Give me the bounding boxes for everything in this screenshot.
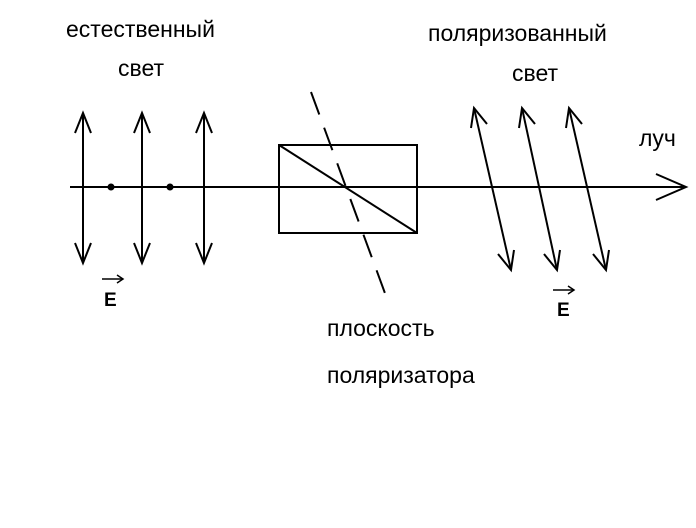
vector-e-right: E (553, 285, 576, 321)
polarizer-plane-line (310, 91, 387, 297)
perpendicular-vector-dot-1 (107, 183, 115, 191)
perpendicular-vector-dot-2 (166, 183, 174, 191)
polarizer-plane-label-line1: плоскость (327, 315, 435, 341)
polarizer-prism (278, 144, 418, 234)
vector-e-right-letter: E (557, 300, 570, 321)
polarized-light-label-line1: поляризованный (428, 20, 607, 46)
polarizer-plane-label-line2: поляризатора (327, 362, 475, 388)
natural-light-vector-1 (74, 110, 92, 266)
polarized-light-label-line2: свет (512, 60, 558, 86)
natural-light-vector-3 (195, 110, 213, 266)
ray-label: луч (639, 125, 676, 151)
ray-arrow (70, 173, 689, 201)
polarized-light-vector-2 (518, 105, 561, 273)
polarized-light-vector-3 (565, 105, 610, 273)
vector-e-left-letter: E (104, 290, 117, 311)
natural-light-label-line2: свет (118, 55, 164, 81)
natural-light-label-line1: естественный (66, 16, 215, 42)
natural-light-vector-2 (133, 110, 151, 266)
polarized-light-vector-1 (470, 105, 515, 273)
vector-e-left: E (102, 274, 125, 311)
